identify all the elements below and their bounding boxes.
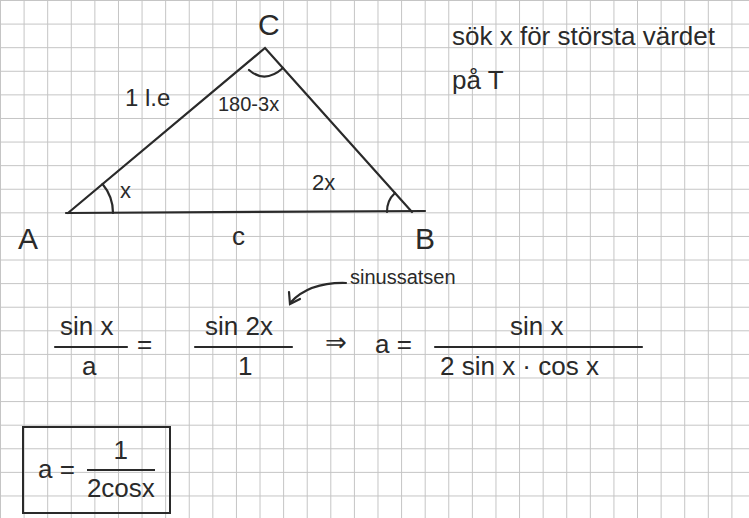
handwritten-label: ⇒: [325, 328, 347, 358]
angle-arc-c: [249, 68, 283, 77]
result-box: a = 1 2cosx: [22, 426, 171, 514]
fraction-line: [87, 469, 155, 471]
handwritten-label: c: [232, 222, 245, 252]
handwritten-label: A: [18, 222, 38, 257]
handwritten-label: 2 sin x · cos x: [440, 352, 599, 382]
fraction: 1 2cosx: [87, 436, 155, 504]
handwritten-label: a =: [375, 330, 412, 360]
handwritten-label: 1 l.e: [125, 84, 170, 112]
handwritten-label: 1: [238, 352, 252, 382]
handwritten-label: sin x: [510, 312, 563, 342]
handwritten-label: 180-3x: [218, 93, 279, 116]
handwritten-label: B: [415, 222, 435, 257]
handwritten-label: C: [258, 8, 280, 43]
handwritten-label: =: [137, 330, 152, 360]
handwritten-label: sin 2x: [205, 312, 273, 342]
fraction-line: [195, 346, 292, 348]
arrow-head: [289, 292, 300, 304]
formula-text: 2cosx: [87, 474, 155, 504]
handwritten-label: sin x: [60, 312, 113, 342]
handwritten-label: x: [120, 178, 131, 203]
formula-text: 1: [114, 436, 128, 466]
triangle-base: [66, 211, 425, 213]
handwritten-label: sök x för största värdet på T: [452, 14, 742, 102]
handwritten-label: 2x: [312, 170, 335, 195]
fraction-line: [55, 346, 127, 348]
handwritten-label: sinussatsen: [350, 266, 456, 289]
handwritten-label: a: [82, 352, 96, 382]
triangle-sides: [68, 48, 412, 213]
angle-arc-b: [387, 193, 395, 212]
angle-arc-a: [103, 184, 114, 213]
fraction-line: [435, 346, 642, 348]
formula-text: a =: [38, 455, 75, 485]
